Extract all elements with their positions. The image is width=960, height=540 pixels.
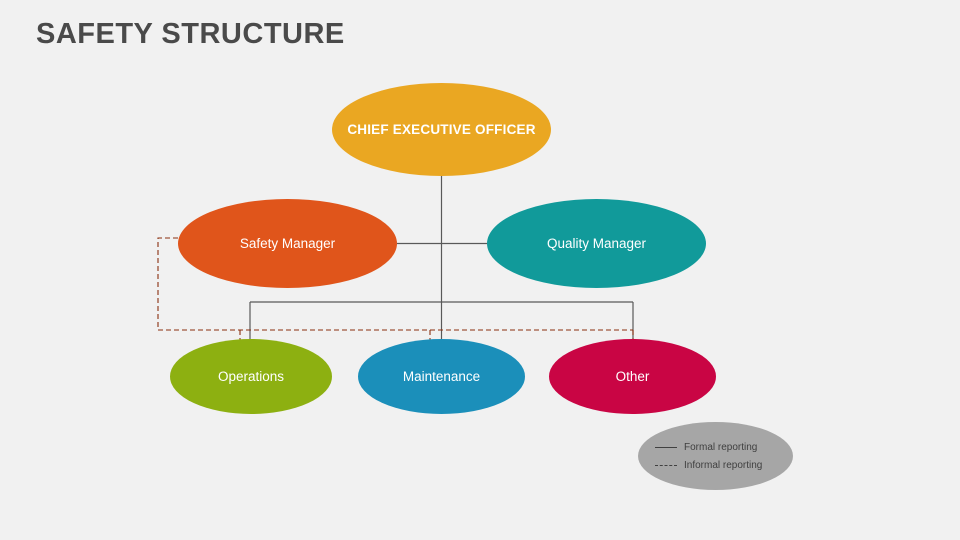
node-label: Maintenance [402,368,481,384]
legend: Formal reporting Informal reporting [655,430,783,482]
node-operations[interactable]: Operations [170,339,332,414]
page-title: SAFETY STRUCTURE [36,18,345,50]
node-safety-manager[interactable]: Safety Manager [178,199,397,288]
node-quality-manager[interactable]: Quality Manager [487,199,706,288]
node-chief-executive-officer[interactable]: CHIEF EXECUTIVE OFFICER [332,83,551,176]
node-label: Operations [217,368,285,384]
node-label: Quality Manager [546,235,647,251]
node-label: Safety Manager [239,235,336,251]
node-label: Other [615,368,650,384]
legend-item-label: Formal reporting [684,441,758,453]
legend-item-informal: Informal reporting [655,460,783,471]
solid-line-icon [655,446,677,448]
legend-item-label: Informal reporting [684,459,763,471]
legend-item-formal: Formal reporting [655,442,783,453]
node-other[interactable]: Other [549,339,716,414]
dashed-line-icon [655,464,677,466]
node-maintenance[interactable]: Maintenance [358,339,525,414]
node-label: CHIEF EXECUTIVE OFFICER [347,121,536,137]
legend-background [638,422,793,490]
